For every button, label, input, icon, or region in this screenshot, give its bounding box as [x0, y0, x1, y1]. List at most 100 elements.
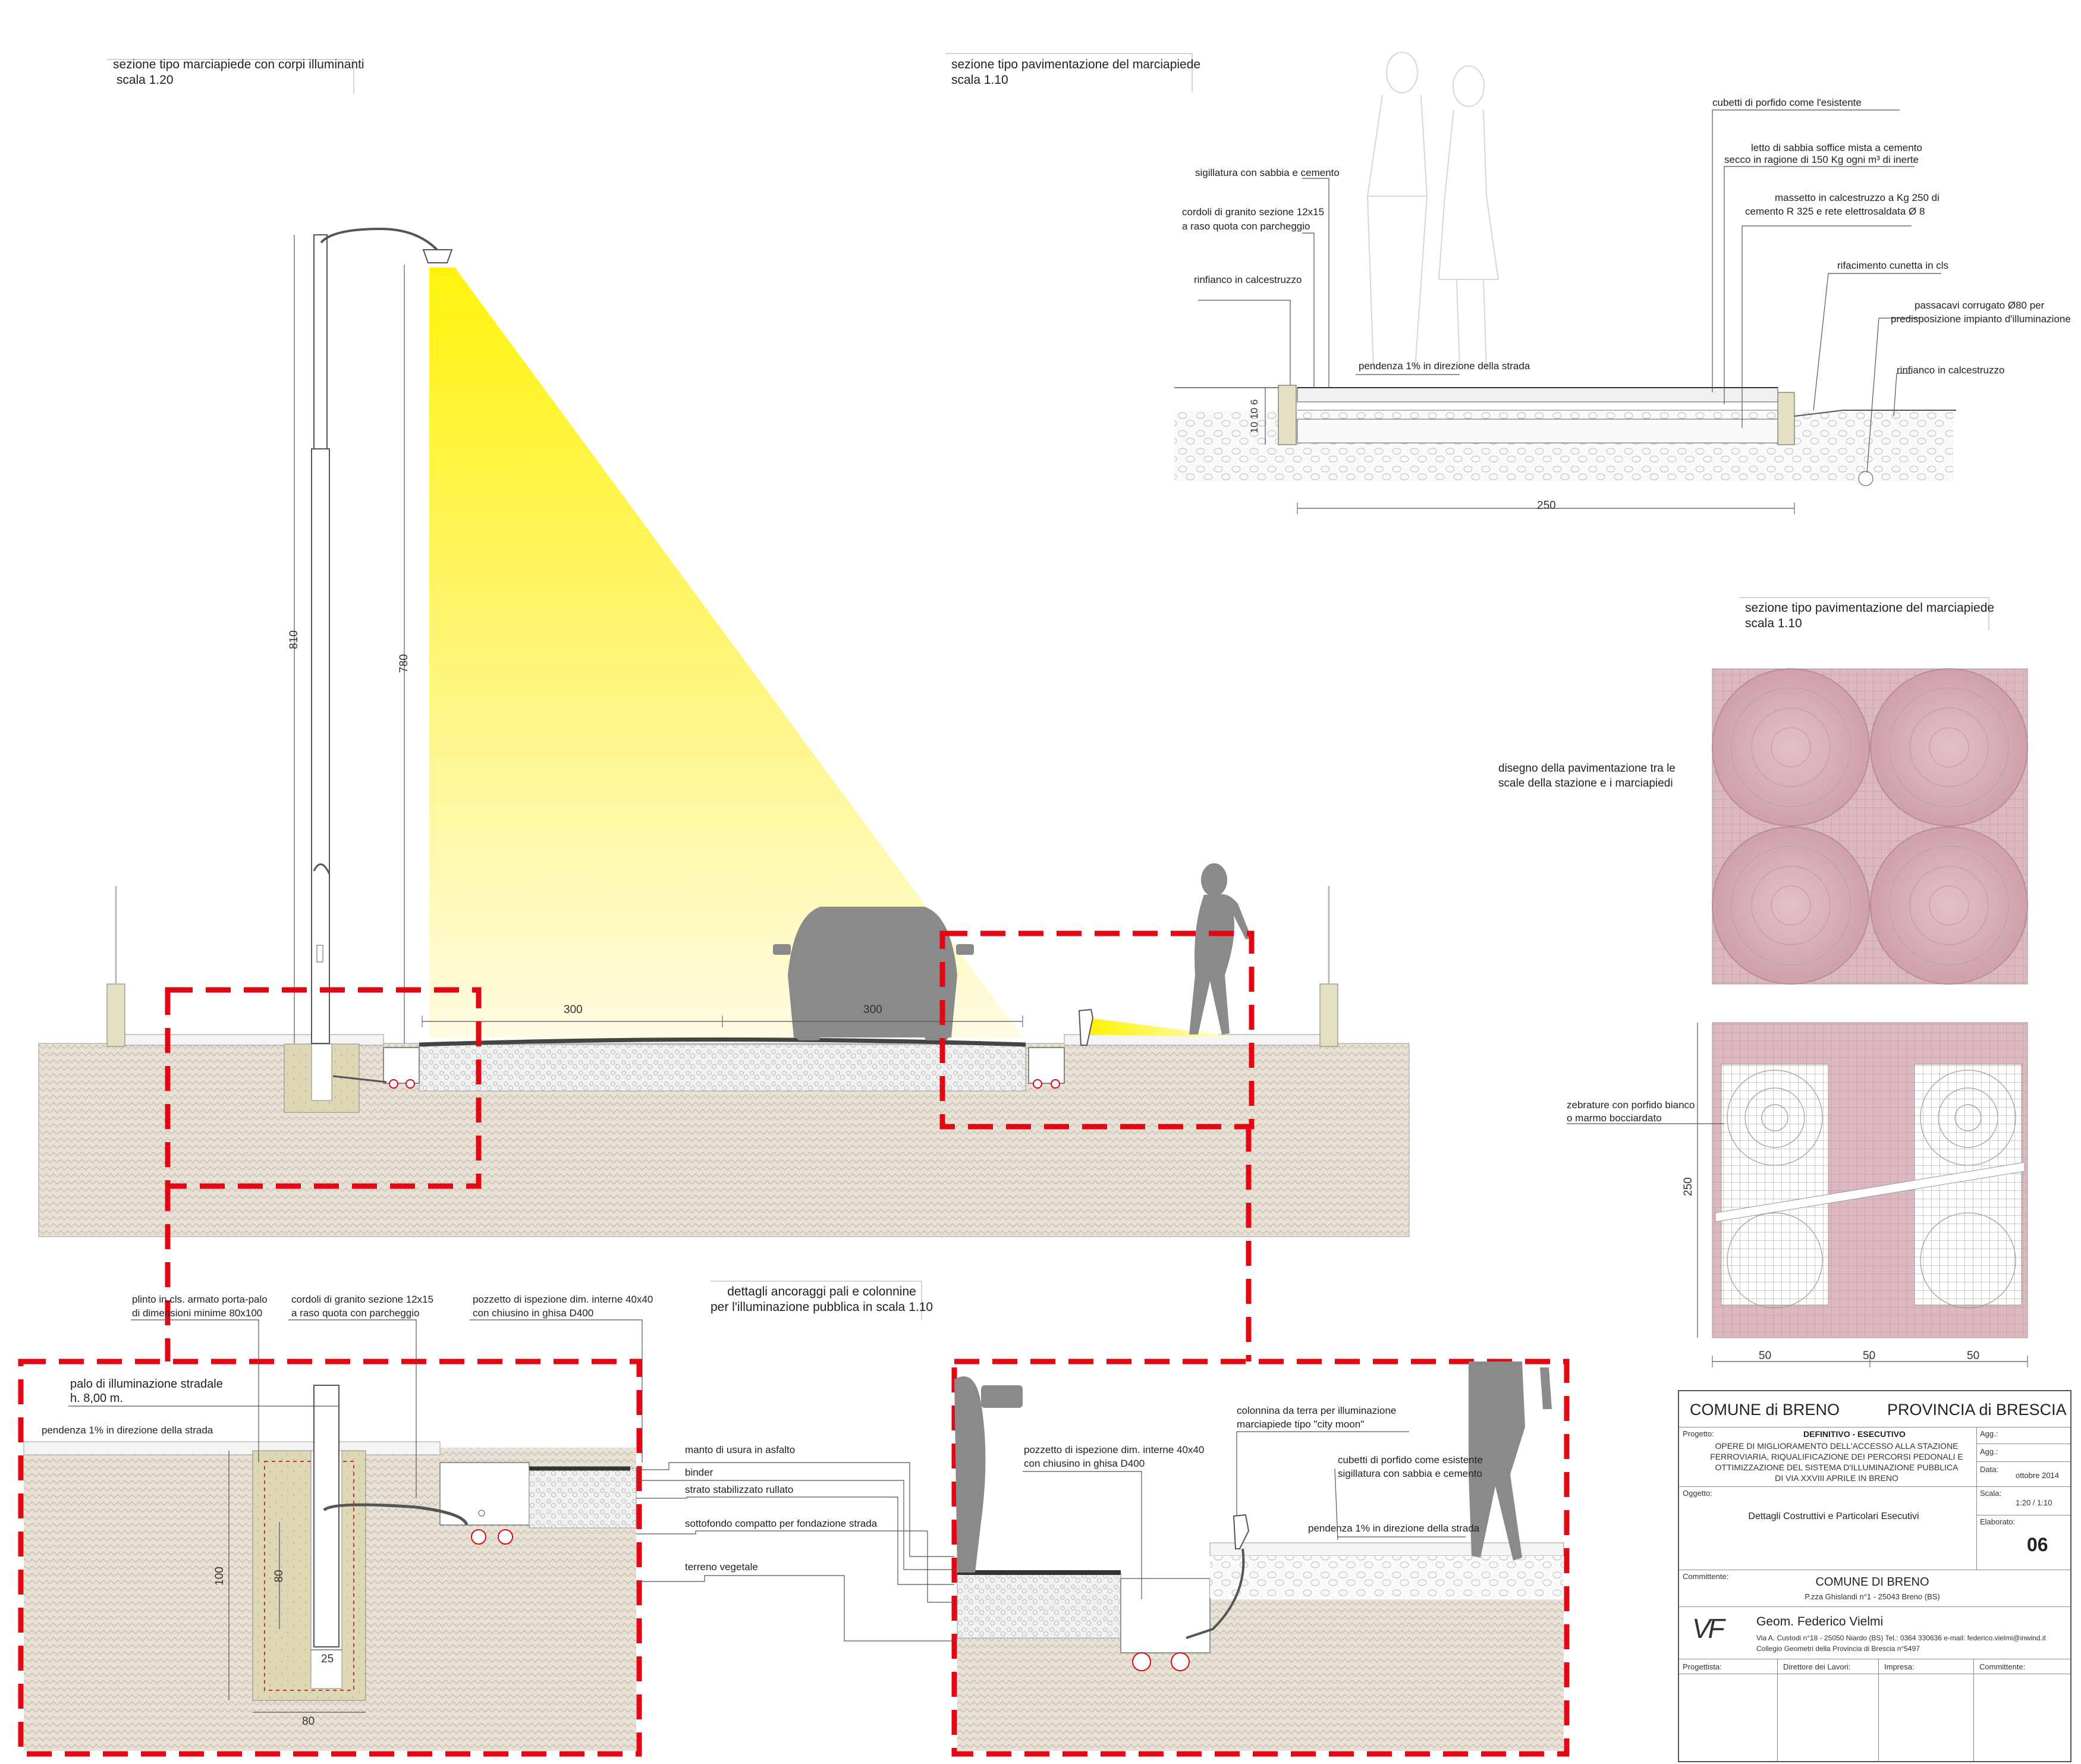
detail-left-lamp-foundation	[23, 1319, 954, 1751]
tb-committente-value: COMUNE DI BRENO	[1815, 1576, 1929, 1589]
tb-progetto-3: OTTIMIZZAZIONE DEL SISTEMA D'ILLUMINAZIO…	[1715, 1463, 1959, 1472]
curb-left-top	[1278, 385, 1297, 445]
tb-firm-reg: Collegio Geometri della Provincia di Bre…	[1756, 1644, 1920, 1653]
tb-progetto-type: DEFINITIVO - ESECUTIVO	[1803, 1429, 1906, 1439]
label-rinfianco-left: rinfianco in calcestruzzo	[1194, 274, 1302, 285]
label-pendenza-right: pendenza 1% in direzione della strada	[1308, 1523, 1480, 1534]
pedestrian-silhouette	[1189, 863, 1252, 1034]
car-silhouette	[773, 907, 974, 1040]
label-terreno: terreno vegetale	[685, 1561, 758, 1573]
tb-scala-label: Scala:	[1980, 1489, 2002, 1498]
main-street-section	[18, 227, 1570, 1757]
detail-callout-frames	[18, 930, 1570, 1757]
tb-agg1: Agg.:	[1980, 1429, 1998, 1438]
tb-data-value: ottobre 2014	[2016, 1471, 2060, 1480]
tb-firm-addr: Via A. Custodi n°18 - 25050 Niardo (BS) …	[1756, 1634, 2046, 1642]
tb-data-label: Data:	[1980, 1465, 1999, 1474]
dim-80-horizontal: 80	[302, 1715, 315, 1728]
curb-right-top	[1777, 392, 1795, 445]
faint-couple-figures	[1366, 52, 1500, 369]
label-rifacimento: rifacimento cunetta in cls	[1837, 260, 1949, 271]
dim-80-vertical: 80	[273, 1570, 285, 1583]
dim-250-top: 250	[1537, 499, 1556, 512]
tb-sig-progettista: Progettista:	[1683, 1662, 1722, 1671]
label-pozzetto-right-2: con chiusino in ghisa D400	[1024, 1458, 1145, 1469]
label-colonnina-2: marciapiede tipo "city moon"	[1237, 1419, 1365, 1430]
title-section-paving-right: sezione tipo pavimentazione del marciapi…	[1745, 601, 1995, 630]
label-pozzetto-left-2: con chiusino in ghisa D400	[473, 1307, 594, 1319]
tb-progetto-2: FERROVIARIA, RIQUALIFICAZIONE DEI PERCOR…	[1710, 1452, 1963, 1461]
label-cordoli-2: a raso quota con parcheggio	[1182, 221, 1310, 232]
label-cordoli-1: cordoli di granito sezione 12x15	[1182, 206, 1325, 218]
city-moon-beam	[1088, 1018, 1243, 1037]
inspection-pit-left	[383, 1047, 420, 1084]
paving-section-top	[1174, 52, 1956, 514]
edge-post-right	[1319, 983, 1338, 1047]
label-disegno-2: scale della stazione e i marciapiedi	[1498, 777, 1673, 790]
tb-logo: VF	[1692, 1613, 1725, 1644]
paving-pattern-drawings	[1567, 668, 2028, 1367]
tb-oggetto-label: Oggetto:	[1683, 1489, 1712, 1498]
label-sottofondo: sottofondo compatto per fondazione strad…	[685, 1518, 878, 1529]
tb-oggetto-value: Dettagli Costruttivi e Particolari Esecu…	[1748, 1511, 1919, 1521]
tb-sig-impresa: Impresa:	[1884, 1662, 1915, 1671]
label-zebrature-2: o marmo bocciardato	[1567, 1112, 1662, 1124]
tb-committente-addr: P.zza Ghislandi n°1 - 25043 Breno (BS)	[1805, 1592, 1940, 1601]
dim-810: 810	[288, 630, 300, 649]
title-details: dettagli ancoraggi pali e colonnine per …	[711, 1285, 933, 1314]
tb-elaborato-value: 06	[2027, 1534, 2048, 1555]
tb-progetto-1: OPERE DI MIGLIORAMENTO DELL'ACCESSO ALLA…	[1715, 1441, 1959, 1451]
tb-agg2: Agg.:	[1980, 1447, 1998, 1456]
tb-firm-name: Geom. Federico Vielmi	[1756, 1615, 1884, 1628]
label-binder: binder	[685, 1467, 713, 1478]
label-cordoli-left-2: a raso quota con parcheggio	[291, 1307, 420, 1319]
label-pozzetto-right-1: pozzetto di ispezione dim. interne 40x40	[1024, 1444, 1205, 1455]
concrete-screed	[1297, 419, 1778, 444]
detail-right-bollard	[954, 1361, 1564, 1751]
tb-scala-value: 1:20 / 1:10	[2016, 1498, 2052, 1507]
label-cubetti-right-2: sigillatura con sabbia e cemento	[1338, 1468, 1482, 1479]
label-cubetti-right-1: cubetti di porfido come esistente	[1338, 1454, 1483, 1466]
dim-layers: 10 10 6	[1249, 399, 1260, 433]
porphyry-cubes-row	[1297, 387, 1778, 403]
cable-duct-top	[1858, 471, 1873, 486]
label-plinto-2: di dimensioni minime 80x100	[132, 1307, 263, 1319]
dim-250-pattern: 250	[1682, 1177, 1695, 1196]
dim-780: 780	[398, 654, 410, 673]
label-cubetti: cubetti di porfido come l'esistente	[1712, 97, 1862, 108]
label-palo-2: h. 8,00 m.	[70, 1392, 123, 1405]
road-asphalt	[419, 1037, 1026, 1047]
tb-elaborato-label: Elaborato:	[1980, 1517, 2016, 1526]
label-passacavi-1: passacavi corrugato Ø80 per	[1915, 300, 2045, 311]
title-section-paving-top: sezione tipo pavimentazione del marciapi…	[951, 58, 1201, 87]
label-pendenza-left: pendenza 1% in direzione della strada	[42, 1425, 213, 1436]
dim-50c: 50	[1967, 1350, 1980, 1362]
sidewalk-left	[121, 1034, 384, 1046]
label-massetto-2: cemento R 325 e rete elettrosaldata Ø 8	[1745, 206, 1925, 217]
dim-50a: 50	[1759, 1350, 1772, 1362]
city-moon-bollard	[1078, 1008, 1094, 1046]
label-rinfianco-right: rinfianco in calcestruzzo	[1897, 364, 2005, 376]
tb-sig-direttore: Direttore dei Lavori:	[1783, 1662, 1851, 1671]
tb-committente-label: Committente:	[1683, 1572, 1729, 1581]
label-strato: strato stabilizzato rullato	[685, 1484, 794, 1495]
dim-300b: 300	[863, 1004, 882, 1016]
label-pozzetto-left-1: pozzetto di ispezione dim. interne 40x40	[473, 1294, 653, 1305]
label-passacavi-2: predisposizione impianto d'illuminazione	[1891, 313, 2071, 325]
tb-progetto-label: Progetto:	[1683, 1429, 1714, 1438]
dim-300a: 300	[564, 1004, 583, 1016]
edge-post-left	[106, 983, 125, 1047]
tb-progetto-4: DI VIA XXVIII APRILE IN BRENO	[1775, 1473, 1898, 1483]
dim-25: 25	[321, 1653, 334, 1665]
label-plinto-1: plinto in cls. armato porta-palo	[132, 1294, 268, 1305]
label-pendenza-top: pendenza 1% in direzione della strada	[1359, 360, 1530, 372]
label-disegno-1: disegno della pavimentazione tra le	[1498, 762, 1676, 775]
label-cordoli-left-1: cordoli di granito sezione 12x15	[291, 1294, 434, 1305]
label-colonnina-1: colonnina da terra per illuminazione	[1237, 1405, 1397, 1416]
label-zebrature-1: zebrature con porfido bianco	[1567, 1099, 1695, 1111]
title-block: COMUNE di BRENO PROVINCIA di BRESCIA Pro…	[1678, 1390, 2071, 1762]
lamp-plinth-detail	[252, 1450, 366, 1701]
detail-silhouettes	[954, 1361, 1552, 1573]
road-gravel	[419, 1044, 1026, 1092]
